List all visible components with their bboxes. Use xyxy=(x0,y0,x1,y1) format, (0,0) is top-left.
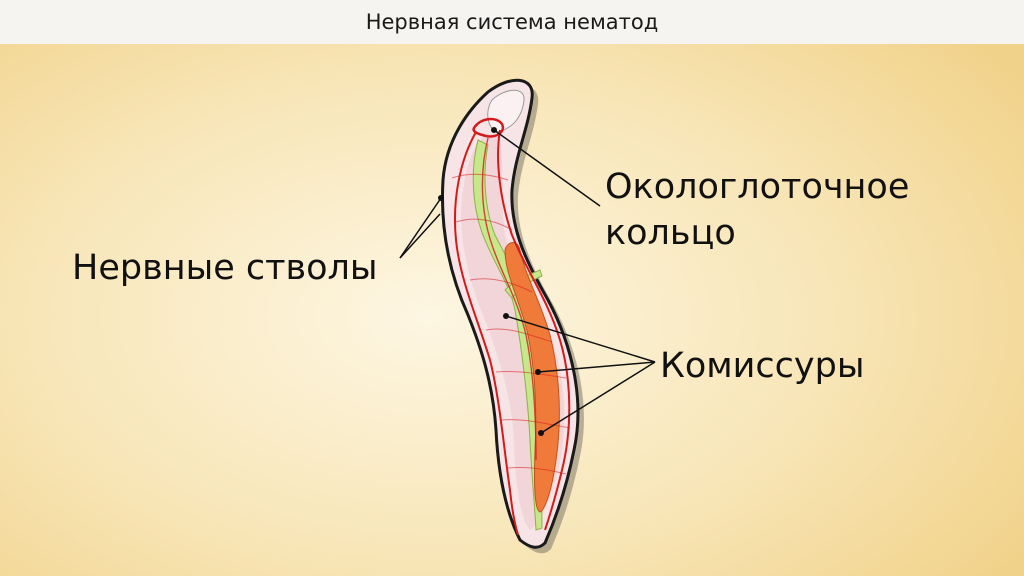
label-nerve-ring-line2: кольцо xyxy=(605,213,736,253)
pointer-dots xyxy=(438,127,544,436)
label-commissures: Комиссуры xyxy=(660,346,865,386)
pointer-comm-1 xyxy=(505,315,656,363)
pointer-trunk-2 xyxy=(399,213,441,259)
nerve-trunk-left xyxy=(453,131,519,536)
pointer-lines xyxy=(399,129,656,434)
label-nerve-ring: Окологлоточное кольцо xyxy=(605,164,909,256)
pointer-comm-3 xyxy=(540,361,656,434)
nerve-trunk-right xyxy=(497,129,571,531)
pointer-ring xyxy=(493,129,601,207)
nerve-trunk-mid xyxy=(481,137,537,461)
pointer-trunk-1 xyxy=(399,197,442,259)
commissures xyxy=(451,173,571,475)
label-nerve-trunks: Нервные стволы xyxy=(72,248,378,288)
pointer-comm-2 xyxy=(537,361,656,373)
gonad xyxy=(504,242,560,513)
title-bar: Нервная система нематод xyxy=(0,0,1024,44)
slide-title: Нервная система нематод xyxy=(365,10,659,34)
label-nerve-ring-line1: Окологлоточное xyxy=(605,167,910,207)
